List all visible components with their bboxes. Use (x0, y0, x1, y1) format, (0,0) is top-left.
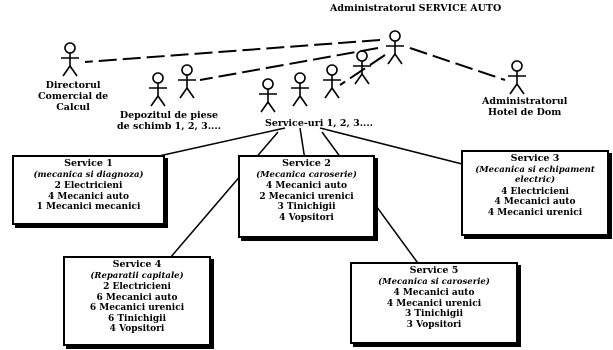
list-item: 3 Tinichigii (404, 309, 464, 319)
list-item: 2 Electricieni (54, 181, 123, 191)
service-title: Service 2 (282, 158, 331, 169)
label-director: Directorul Comercial de Calcul (38, 80, 109, 113)
list-item: 4 Mecanici urenici (386, 298, 482, 309)
service-box-1: Service 1 (mecanica si diagnoza) 2 Elect… (12, 155, 165, 225)
link-services-s4 (169, 131, 279, 259)
list-item: 4 Mecanici auto (393, 288, 475, 298)
list-item: 4 Mecanici auto (266, 181, 347, 191)
list-item: 4 Mecanici auto (494, 197, 576, 207)
list-item: 4 Mecanici auto (48, 191, 129, 202)
list-item: 1 Mecanici mecanici (36, 202, 141, 212)
service-title: Service 3 (510, 153, 560, 164)
actor-service-4 (353, 50, 371, 85)
actor-service-2 (291, 72, 309, 107)
actor-director (61, 42, 79, 77)
list-item: 6 Mecanici urenici (89, 303, 185, 313)
label-warehouse: Depozitul de piese de schimb 1, 2, 3.... (117, 110, 221, 132)
actor-admin-building (508, 60, 526, 95)
service-subtitle: (Mecanica si caroserie) (378, 276, 490, 287)
service-subtitle: (Mecanica si echipament electric) (475, 164, 595, 186)
service-box-5: Service 5 (Mecanica si caroserie) 4 Meca… (350, 262, 518, 344)
list-item: 4 Vopsitori (109, 324, 165, 334)
list-item: 4 Electricieni (501, 186, 569, 197)
link-services-s1 (149, 127, 286, 159)
list-item: 6 Tinichigii (107, 313, 167, 324)
label-admin: Administratorul SERVICE AUTO (330, 3, 502, 14)
link-admin-adminbuilding (409, 47, 506, 81)
list-item: 3 Vopsitori (406, 319, 462, 330)
service-box-3: Service 3 (Mecanica si echipament electr… (461, 150, 609, 236)
service-title: Service 4 (112, 259, 162, 270)
list-item: 2 Mecanici urenici (259, 191, 354, 202)
list-item: 4 Vopsitori (279, 212, 334, 223)
service-box-2: Service 2 (Mecanica caroserie) 4 Mecanic… (238, 155, 375, 238)
link-admin-warehouse (199, 47, 379, 81)
actor-service-3 (323, 64, 341, 99)
service-subtitle: (Reparatii capitale) (90, 270, 184, 281)
actor-service-1 (259, 78, 277, 113)
actor-admin (386, 30, 404, 65)
label-admin-building: Administratorul Hotel de Dom (482, 96, 568, 118)
list-item: 3 Tinichigii (277, 202, 336, 212)
service-subtitle: (Mecanica caroserie) (256, 169, 357, 180)
link-services-s2 (299, 127, 306, 161)
list-item: 6 Mecanici auto (96, 292, 178, 303)
service-title: Service 5 (409, 265, 459, 276)
actor-warehouse-2 (178, 64, 196, 99)
link-admin-director (84, 39, 381, 63)
label-services: Service-uri 1, 2, 3.... (265, 118, 373, 129)
list-item: 2 Electricieni (103, 282, 171, 292)
link-services-s3 (319, 127, 471, 167)
list-item: 4 Mecanici urenici (487, 207, 583, 218)
actor-warehouse-1 (149, 72, 167, 107)
service-title: Service 1 (64, 158, 113, 169)
service-subtitle: (mecanica si diagnoza) (33, 169, 144, 180)
service-box-4: Service 4 (Reparatii capitale) 2 Electri… (63, 256, 211, 346)
